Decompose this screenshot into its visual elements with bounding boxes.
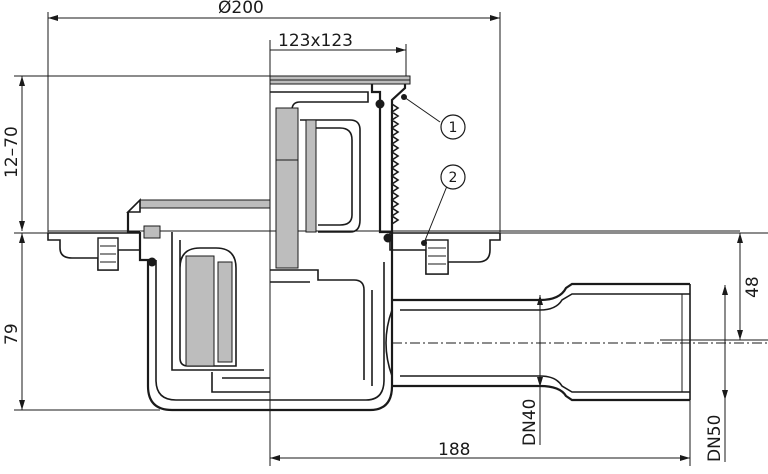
dim-dn40-label: DN40 [520, 399, 540, 446]
left-flange [47, 232, 141, 271]
dim-diameter-label: Ø200 [218, 0, 264, 18]
extension-frame [269, 75, 411, 269]
dim-outlet-height: 48 [490, 232, 768, 341]
dim-outlet-height-label: 48 [743, 276, 763, 298]
callout-2: 2 [421, 164, 466, 246]
drain-body [126, 198, 394, 412]
dim-dn50: DN50 [705, 285, 728, 462]
right-flange [389, 232, 501, 275]
outlet-pipe [385, 282, 768, 402]
dim-grate-label: 123x123 [278, 31, 353, 51]
callout-1-label: 1 [449, 120, 458, 136]
callout-1: 1 [401, 94, 466, 140]
dim-length-label: 188 [438, 440, 470, 460]
callout-2-label: 2 [449, 170, 458, 186]
trap-chamber [270, 269, 373, 386]
dim-grate: 123x123 [270, 31, 407, 80]
dim-diameter: Ø200 [47, 0, 501, 232]
dim-body-height: 79 [2, 232, 160, 411]
dim-dn50-label: DN50 [705, 415, 725, 462]
dim-height-range-label: 12–70 [2, 126, 22, 178]
dim-length: 188 [269, 40, 691, 466]
dim-dn40: DN40 [520, 295, 543, 446]
dim-height-range: 12–70 [2, 75, 270, 231]
dim-body-height-label: 79 [2, 323, 22, 345]
